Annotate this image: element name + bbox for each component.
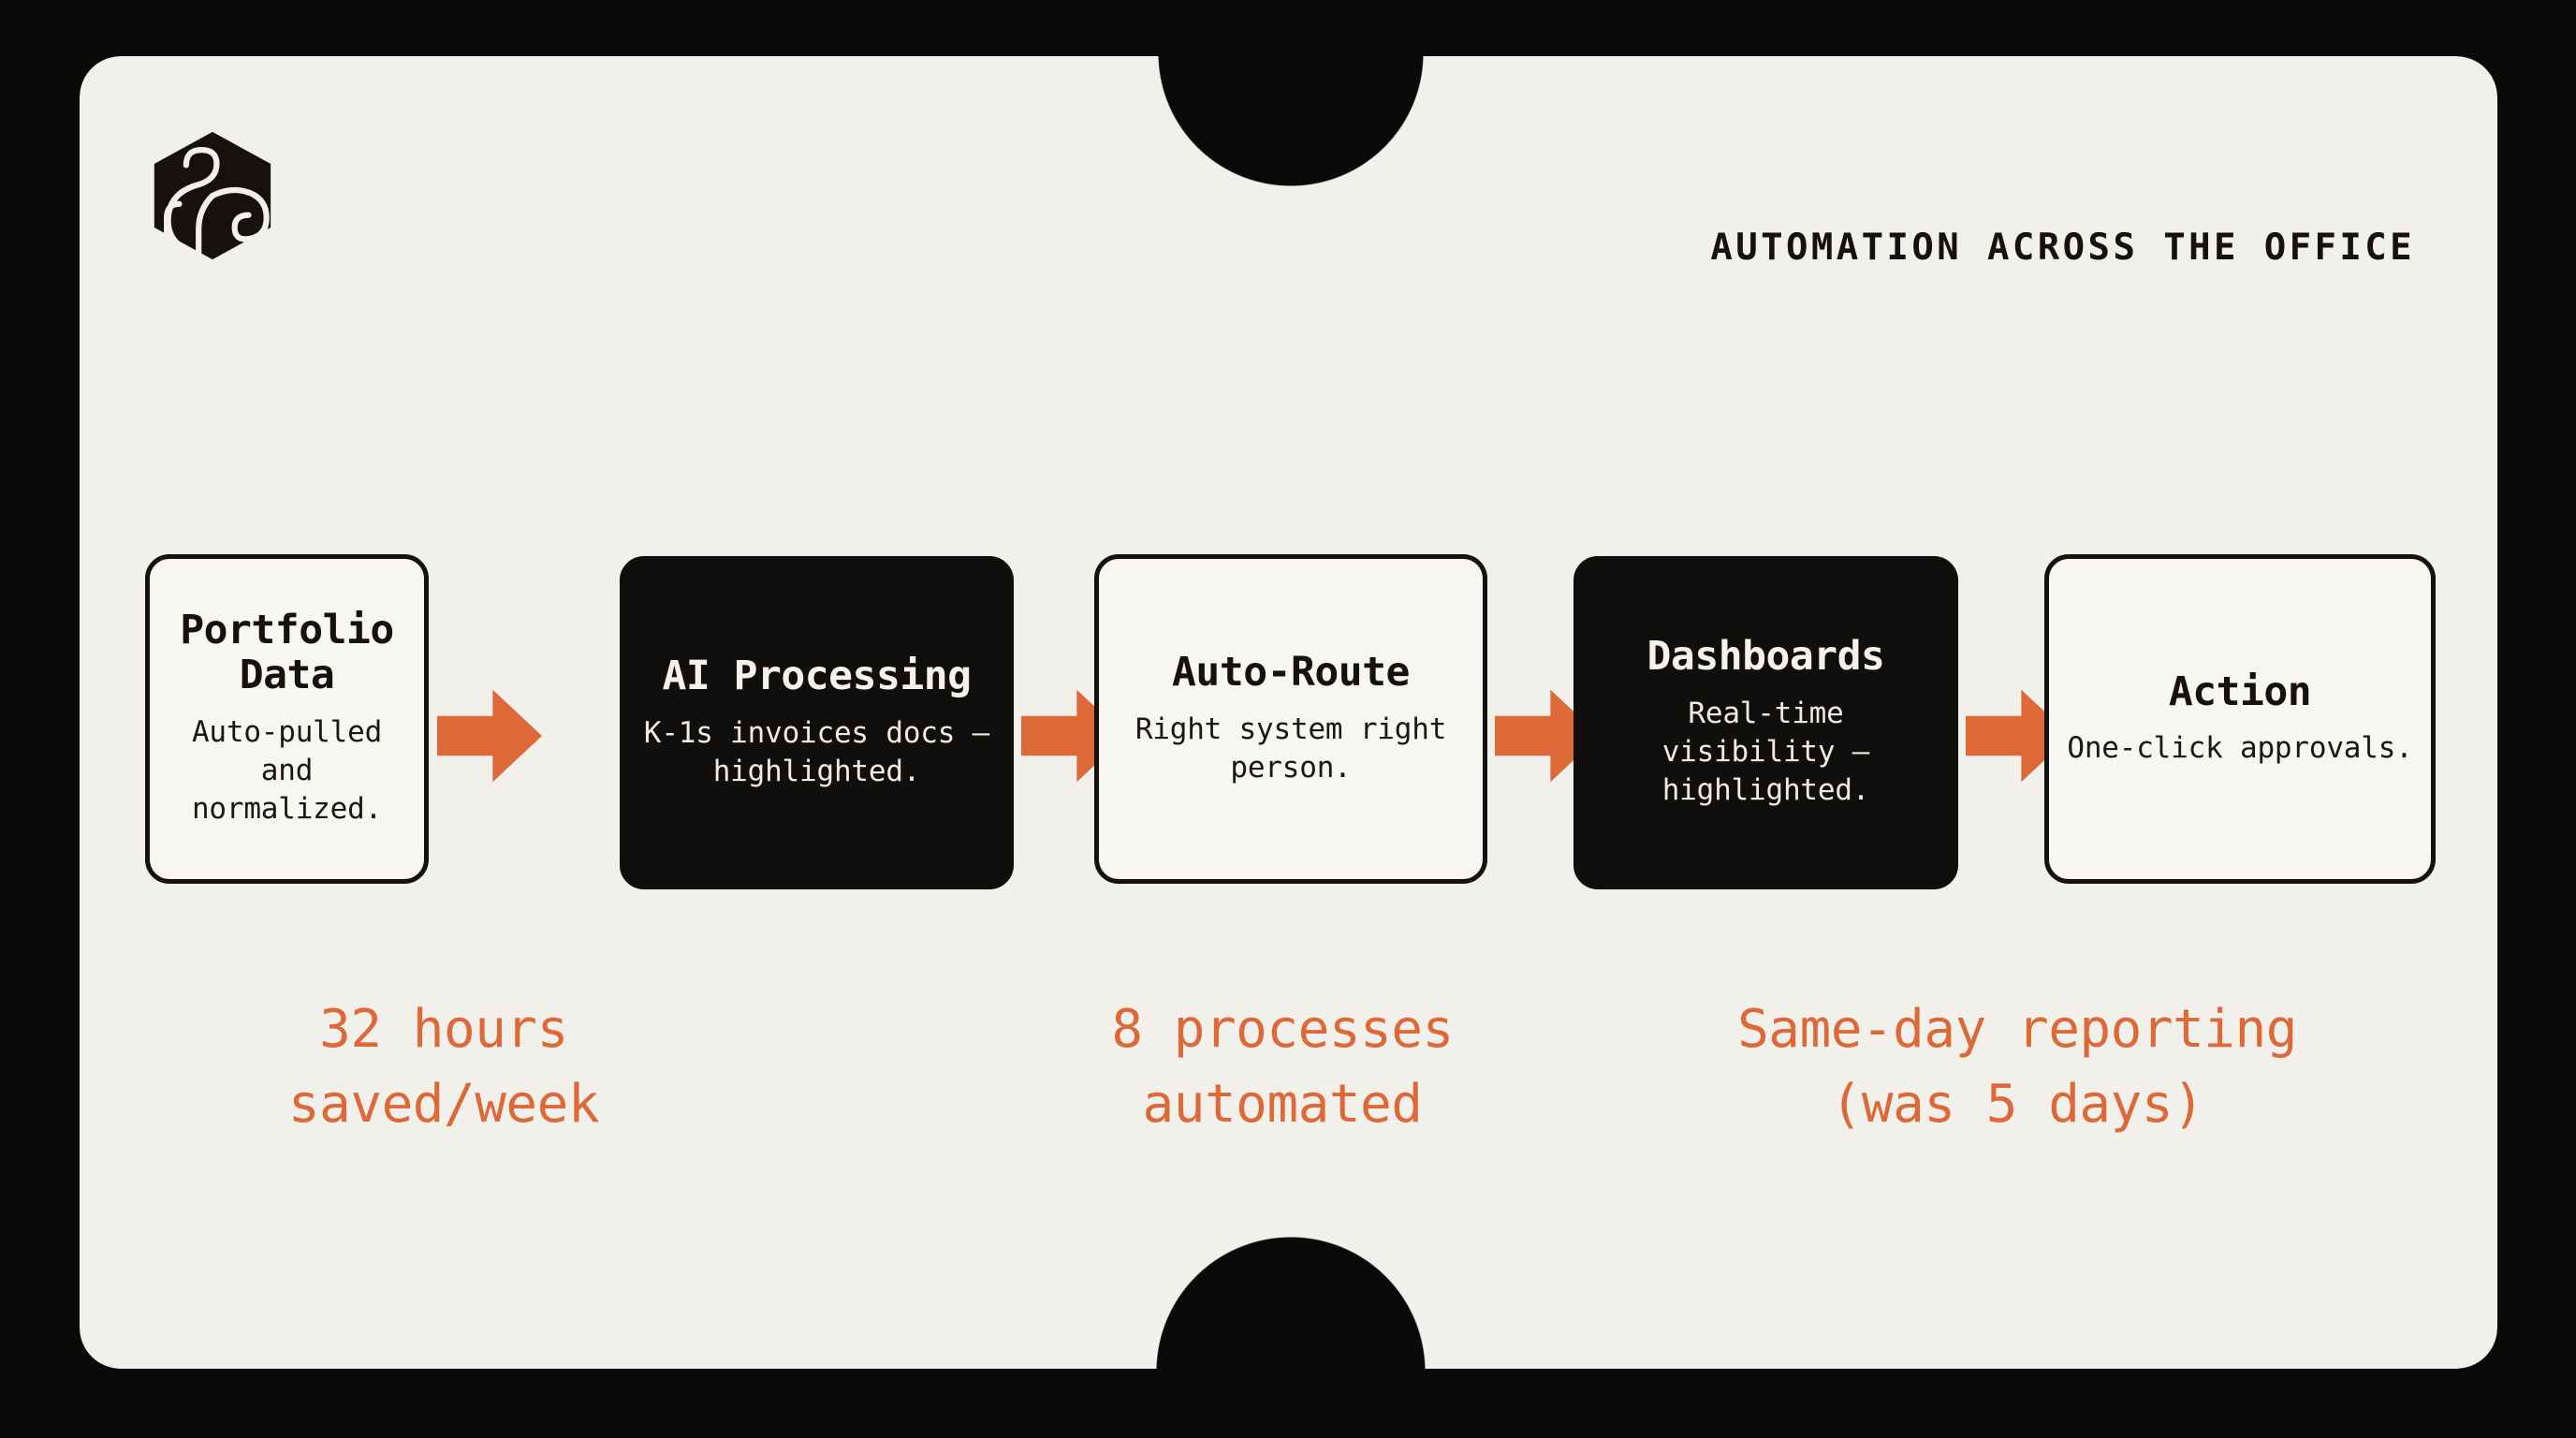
- metric-same-day-reporting: Same-day reporting (was 5 days): [1737, 999, 2297, 1135]
- flow-step-description: Auto-pulled and normalized.: [191, 714, 383, 827]
- flow-step-portfolio-data[interactable]: Portfolio Data Auto-pulled and normalize…: [145, 554, 429, 884]
- page-title: AUTOMATION ACROSS THE OFFICE: [1710, 227, 2415, 269]
- flow-step-title: Dashboards: [1647, 633, 1885, 681]
- flow-step-title: Portfolio Data: [180, 607, 394, 699]
- ticket-card: AUTOMATION ACROSS THE OFFICE Portfolio D…: [80, 56, 2497, 1369]
- abstract-cube-knot-logo: [143, 126, 282, 265]
- metrics-row: 32 hours saved/week 8 processes automate…: [80, 992, 2497, 1189]
- flow-step-title: Auto-Route: [1172, 648, 1410, 696]
- flow-step-action[interactable]: Action One-click approvals.: [2044, 554, 2436, 884]
- flow-step-title: Action: [2168, 668, 2312, 715]
- flow-step-dashboards[interactable]: Dashboards Real-time visibility — highli…: [1573, 556, 1958, 889]
- flow-step-description: Right system right person.: [1134, 712, 1447, 785]
- flow-step-description: K-1s invoices docs — highlighted.: [643, 715, 990, 788]
- process-flow: Portfolio Data Auto-pulled and normalize…: [80, 550, 2497, 889]
- flow-step-description: Real-time visibility — highlighted.: [1661, 697, 1870, 808]
- flow-step-title: AI Processing: [662, 652, 972, 699]
- flow-step-ai-processing[interactable]: AI Processing K-1s invoices docs — highl…: [620, 556, 1014, 889]
- metric-processes-automated: 8 processes automated: [1111, 999, 1454, 1135]
- flow-step-description: One-click approvals.: [2067, 731, 2413, 766]
- flow-step-auto-route[interactable]: Auto-Route Right system right person.: [1094, 554, 1487, 884]
- arrow-right-icon: [437, 683, 542, 788]
- metric-hours-saved: 32 hours saved/week: [287, 999, 600, 1135]
